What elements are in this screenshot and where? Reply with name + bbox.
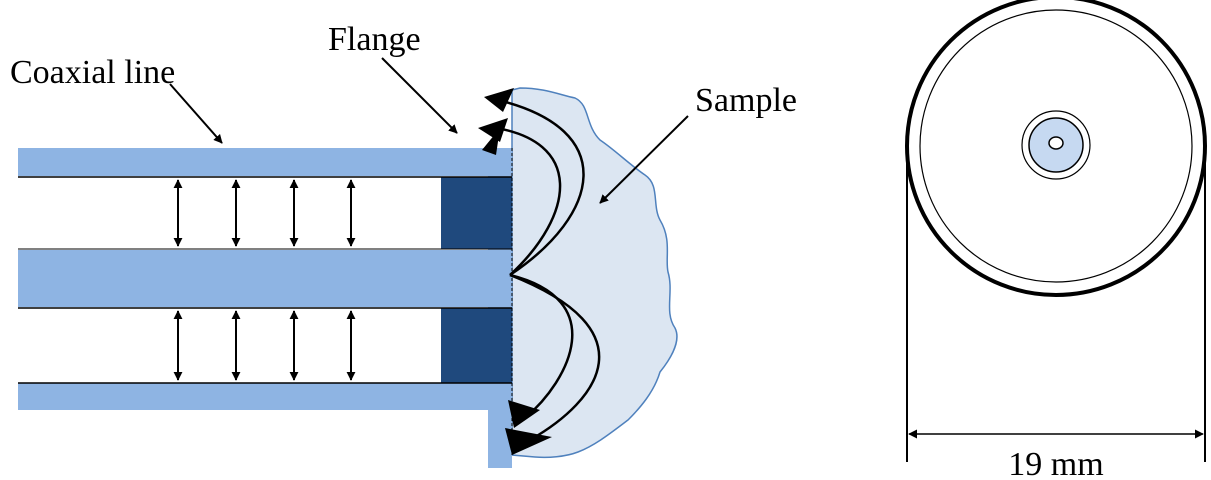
fringe-line: [509, 273, 601, 442]
field-arrows-top: [173, 179, 356, 247]
sample-region: [511, 87, 678, 459]
inner-ring: [919, 9, 1193, 283]
flange-label: Flange: [328, 21, 421, 58]
outer-conductor-bottom: [18, 383, 488, 410]
fringe-arrowhead: [484, 88, 514, 112]
fringing-field-lines: [489, 98, 601, 442]
fringe-arrowheads: [478, 88, 552, 455]
coaxial-line-label: Coaxial line: [10, 54, 175, 91]
fringe-line: [497, 98, 585, 277]
fringe-arrowhead: [478, 118, 508, 142]
field-arrows-bottom: [173, 310, 356, 381]
dimension: [906, 146, 1206, 462]
fringe-line: [489, 125, 562, 276]
dielectric-plug-top: [441, 177, 512, 249]
sample-pointer: [599, 115, 689, 204]
diameter-label: 19 mm: [1008, 446, 1103, 480]
coaxial-line-pointer: [169, 83, 223, 144]
label-pointers: [169, 57, 689, 204]
fringe-line: [509, 273, 574, 419]
dielectric-plug-bottom: [441, 308, 512, 383]
inner-conductor: [18, 250, 512, 307]
center-outer-ring: [1021, 110, 1091, 180]
sample-label: Sample: [695, 82, 797, 119]
fringe-arrowhead: [482, 128, 500, 155]
probe-front-view: [905, 0, 1207, 297]
outer-conductor-top: [18, 148, 512, 176]
fringe-arrowhead: [505, 428, 552, 455]
center-pin: [1048, 136, 1064, 150]
fringe-arrowhead: [508, 400, 540, 428]
flange-pointer: [381, 57, 458, 134]
